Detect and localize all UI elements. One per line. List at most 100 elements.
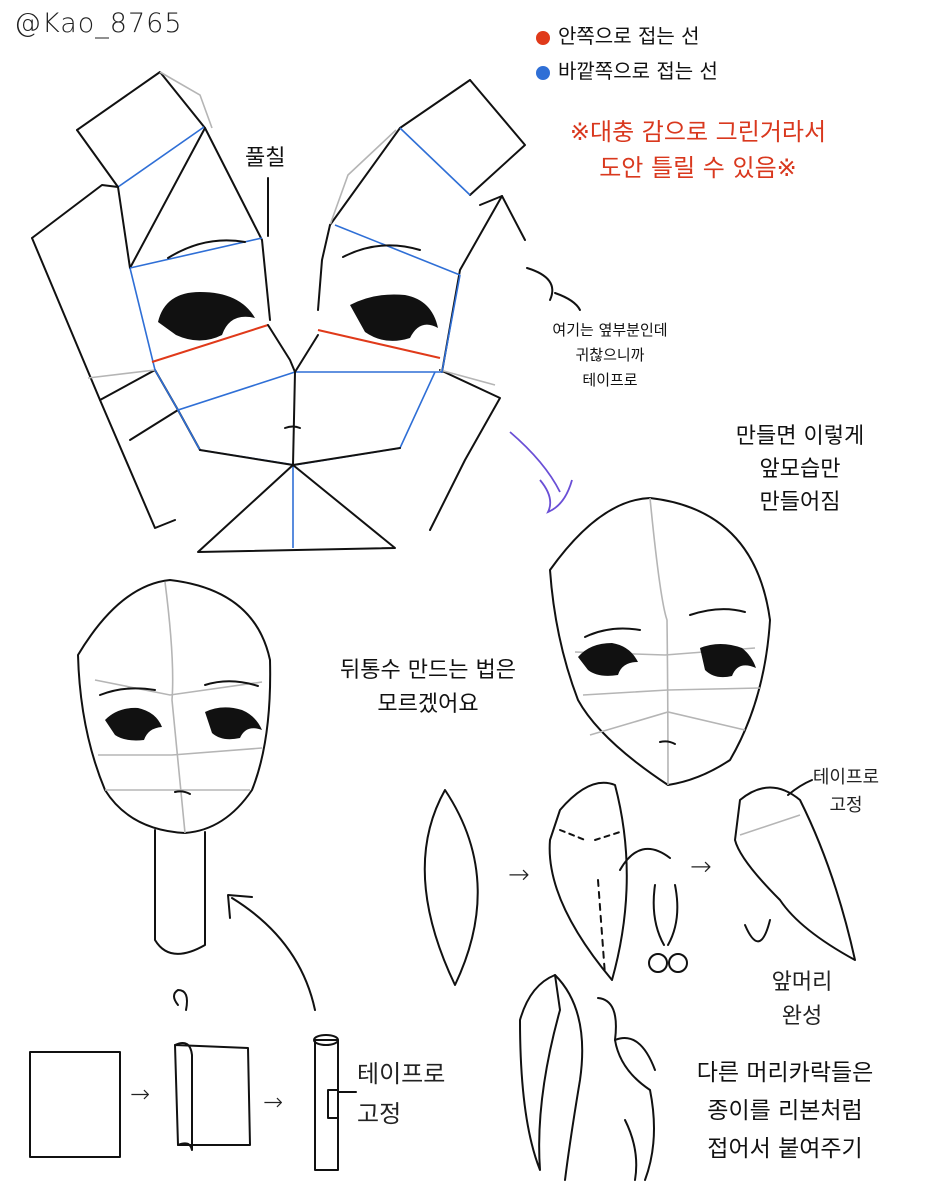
stick [154,829,206,955]
curved-arrow-icon [231,897,316,1011]
template-outline [479,195,526,241]
arrow-right-icon: → [508,860,530,890]
eye-right [350,294,438,341]
bangs-done-note: 앞머리 완성 [752,966,852,1034]
eye-left [158,292,255,341]
tape-pointer [787,779,813,796]
front-only-note: 만들면 이렇게 앞모습만 만들어짐 [700,420,900,519]
tube-top [313,1034,339,1046]
side-note-pointer [526,267,554,301]
template-guide [329,129,397,226]
ribbon-note-line-1: 다른 머리카락들은 [696,1060,874,1086]
disclaimer-note: ※대충 감으로 그린거라서 도안 틀릴 수 있음※ [548,114,848,186]
back-note-line-1: 뒤통수 만드는 법은 [340,658,516,683]
back-of-head-note: 뒤통수 만드는 법은 모르겠어요 [298,654,558,722]
dashed-fold [559,829,586,841]
arrow-right-icon: → [130,1080,151,1108]
head-outline [77,579,272,834]
template-outline [292,371,296,466]
side-note: 여기는 옆부분인데 귀찮으니까 테이프로 [530,318,690,393]
brow-left [167,239,246,259]
bangs-tip [744,919,771,943]
arrow-right-icon: → [690,852,712,882]
ribbon-strand [597,997,655,1181]
red-dot-icon [536,30,550,45]
bangs-done-line-2: 완성 [781,1004,823,1029]
template-outline [204,127,271,321]
tape-fix-top-line-2: 고정 [829,795,863,816]
brow-right [204,680,259,687]
ribbon-note-line-3: 접어서 붙여주기 [707,1136,863,1162]
fold-line-outward [399,127,471,196]
template-outline [317,224,331,311]
dashed-fold [597,879,606,976]
fold-line-inward [151,324,269,363]
leaf-shape [423,789,479,986]
side-note-line-2: 귀찮으니까 [575,346,645,364]
crease-line [582,687,761,696]
eye-right [205,707,262,740]
author-handle: @Kao_8765 [14,8,183,39]
roll-arrow-icon [173,989,188,1011]
eye-left [578,643,638,676]
ribbon-strand [519,974,561,1171]
eye-left [105,707,162,741]
legend-label-inward: 안쪽으로 접는 선 [558,24,700,48]
back-note-line-2: 모르겠어요 [377,692,479,717]
legend-item-inward: 안쪽으로 접는 선 [536,20,700,49]
tape-fix-bottom-line-1: 테이프로 [357,1060,446,1088]
fold-line-outward [129,267,296,411]
template-outline [292,447,401,466]
ribbon-strands [519,974,656,1181]
tape-fix-top-line-1: 테이프로 [812,767,880,788]
template-guide [87,369,156,379]
fold-line-outward [177,371,436,466]
crease-line [589,711,746,736]
front-only-line-3: 만들어짐 [759,490,841,515]
front-only-line-2: 앞모습만 [759,457,841,482]
disclaimer-line-1: ※대충 감으로 그린거라서 [569,118,827,146]
tape-fix-note-bottom: 테이프로 고정 [357,1054,445,1134]
scissors-handle-icon [648,953,668,973]
template-outline [31,237,176,529]
face-on-stick [77,579,272,955]
crease-line [739,814,801,836]
center-crease [649,497,669,786]
fold-line-outward [295,274,461,373]
tape-piece [327,1089,339,1119]
ribbon-strand [624,1119,638,1181]
mouth-mark [659,740,676,745]
side-note-line-1: 여기는 옆부분인데 [552,321,668,339]
disclaimer-line-2: 도안 틀릴 수 있음※ [599,154,797,182]
fold-line-outward [334,224,461,276]
template-outline [76,71,206,269]
ribbon-strand [554,974,584,1181]
crease-line [98,747,263,756]
template-outline [441,195,503,373]
paper-rolling [174,1044,251,1146]
tape-fix-bottom-line-2: 고정 [357,1100,402,1128]
crease-line [94,679,263,696]
paper-tube [314,1039,339,1171]
template-guide [159,71,213,129]
stick-steps [29,989,357,1171]
brow-right [342,244,421,258]
fold-line-outward [129,237,263,269]
legend-label-outward: 바깥쪽으로 접는 선 [558,59,718,83]
template-outline [429,369,501,531]
paper-roll-edge [174,1042,193,1151]
template-outline [197,464,396,553]
dashed-fold [594,831,621,841]
ribbon-strand [614,1037,656,1071]
purple-arrowhead-icon [539,479,573,514]
arrow-right-icon: → [263,1088,284,1116]
ribbon-note-line-2: 종이를 리본처럼 [707,1098,863,1124]
template-outline [469,79,526,196]
blue-dot-icon [536,65,550,80]
paper-square [29,1051,121,1158]
bangs-steps [423,779,856,986]
fold-line-inward [317,329,441,359]
brow-left [584,627,641,638]
fold-line-outward [117,126,205,188]
brow-left [99,687,156,696]
